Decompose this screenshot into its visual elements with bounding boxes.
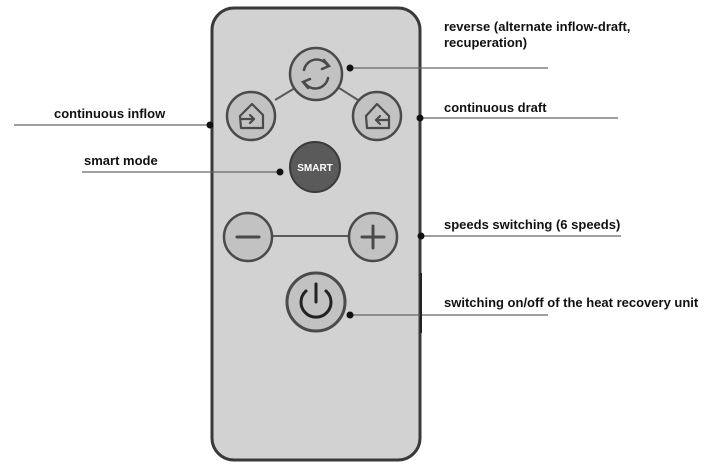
power-icon — [299, 282, 333, 319]
smart-button-label: SMART — [297, 163, 333, 174]
power-button[interactable] — [285, 271, 347, 333]
speed-plus-button[interactable] — [347, 211, 399, 263]
label-smart-mode: smart mode — [84, 153, 158, 168]
house-arrow-out-icon — [364, 102, 391, 130]
label-reverse-line-2: recuperation) — [444, 35, 528, 50]
label-power: switching on/off of the heat recovery un… — [444, 295, 699, 310]
rotate-arrows-icon — [300, 58, 332, 90]
label-speeds: speeds switching (6 speeds) — [444, 217, 621, 232]
smart-button[interactable]: SMART — [289, 141, 341, 193]
label-reverse-line-1: reverse (alternate inflow-draft, — [444, 19, 631, 34]
button-connector-lines — [267, 87, 359, 237]
house-arrow-in-icon — [238, 102, 265, 130]
leader-lines — [14, 67, 621, 316]
plus-icon — [360, 224, 386, 250]
label-reverse: reverse (alternate inflow-draft, recuper… — [444, 19, 630, 51]
speed-minus-button[interactable] — [222, 211, 274, 263]
reverse-button[interactable] — [288, 46, 344, 102]
label-continuous-draft: continuous draft — [444, 100, 547, 115]
leader-dots — [206, 64, 425, 319]
continuous-inflow-button[interactable] — [225, 90, 277, 142]
label-continuous-inflow: continuous inflow — [54, 106, 166, 121]
continuous-draft-button[interactable] — [351, 90, 403, 142]
